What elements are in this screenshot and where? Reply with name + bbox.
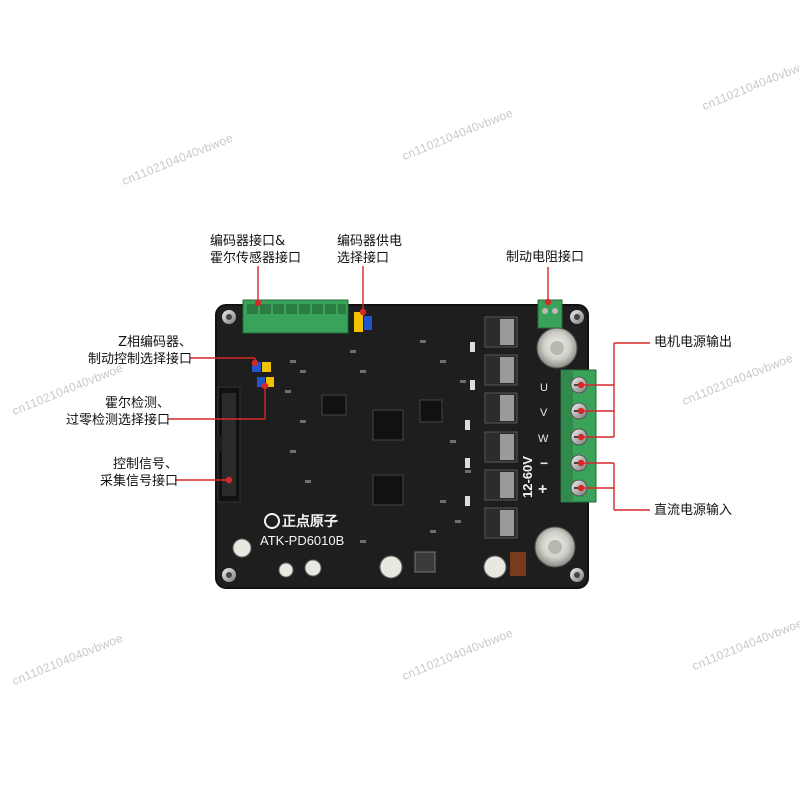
phase-w-label: W bbox=[538, 433, 549, 445]
hall-zero-jumper bbox=[257, 377, 265, 387]
brand-logo-text: 正点原子 bbox=[282, 513, 338, 529]
inductor bbox=[414, 551, 436, 573]
smd-components bbox=[285, 340, 471, 543]
plus-label: + bbox=[538, 481, 547, 498]
callout-encoder-power: 编码器供电 选择接口 bbox=[337, 234, 403, 266]
callout-control-signal: 控制信号、 采集信号接口 bbox=[99, 457, 178, 489]
callout-brake-resistor: 制动电阻接口 bbox=[506, 250, 585, 265]
callout-z-phase: Z相编码器、 制动控制选择接口 bbox=[87, 335, 192, 367]
capacitor-bottom bbox=[534, 526, 576, 568]
board-model: ATK-PD6010B bbox=[260, 533, 344, 548]
encoder-power-jumper bbox=[354, 312, 363, 332]
callout-motor-output: 电机电源输出 bbox=[654, 335, 733, 350]
control-signal-header bbox=[216, 386, 241, 503]
small-capacitors bbox=[232, 538, 507, 579]
encoder-terminal-block bbox=[242, 299, 349, 334]
driver-ics bbox=[321, 394, 443, 506]
z-phase-jumper bbox=[252, 362, 261, 372]
phase-v-label: V bbox=[540, 407, 548, 419]
capacitor-top bbox=[536, 327, 578, 369]
minus-label: − bbox=[540, 455, 548, 471]
callout-hall-zero: 霍尔检测、 过零检测选择接口 bbox=[65, 396, 170, 428]
brand-logo-icon bbox=[264, 513, 280, 529]
callout-dc-input: 直流电源输入 bbox=[654, 503, 733, 518]
phase-u-label: U bbox=[540, 382, 548, 394]
callout-encoder-hall: 编码器接口& 霍尔传感器接口 bbox=[210, 234, 302, 266]
leds bbox=[465, 342, 475, 506]
voltage-label: 12-60V bbox=[520, 456, 535, 498]
brake-resistor-terminal bbox=[537, 299, 563, 329]
mounting-holes bbox=[222, 310, 584, 582]
callout-lines bbox=[168, 266, 650, 511]
